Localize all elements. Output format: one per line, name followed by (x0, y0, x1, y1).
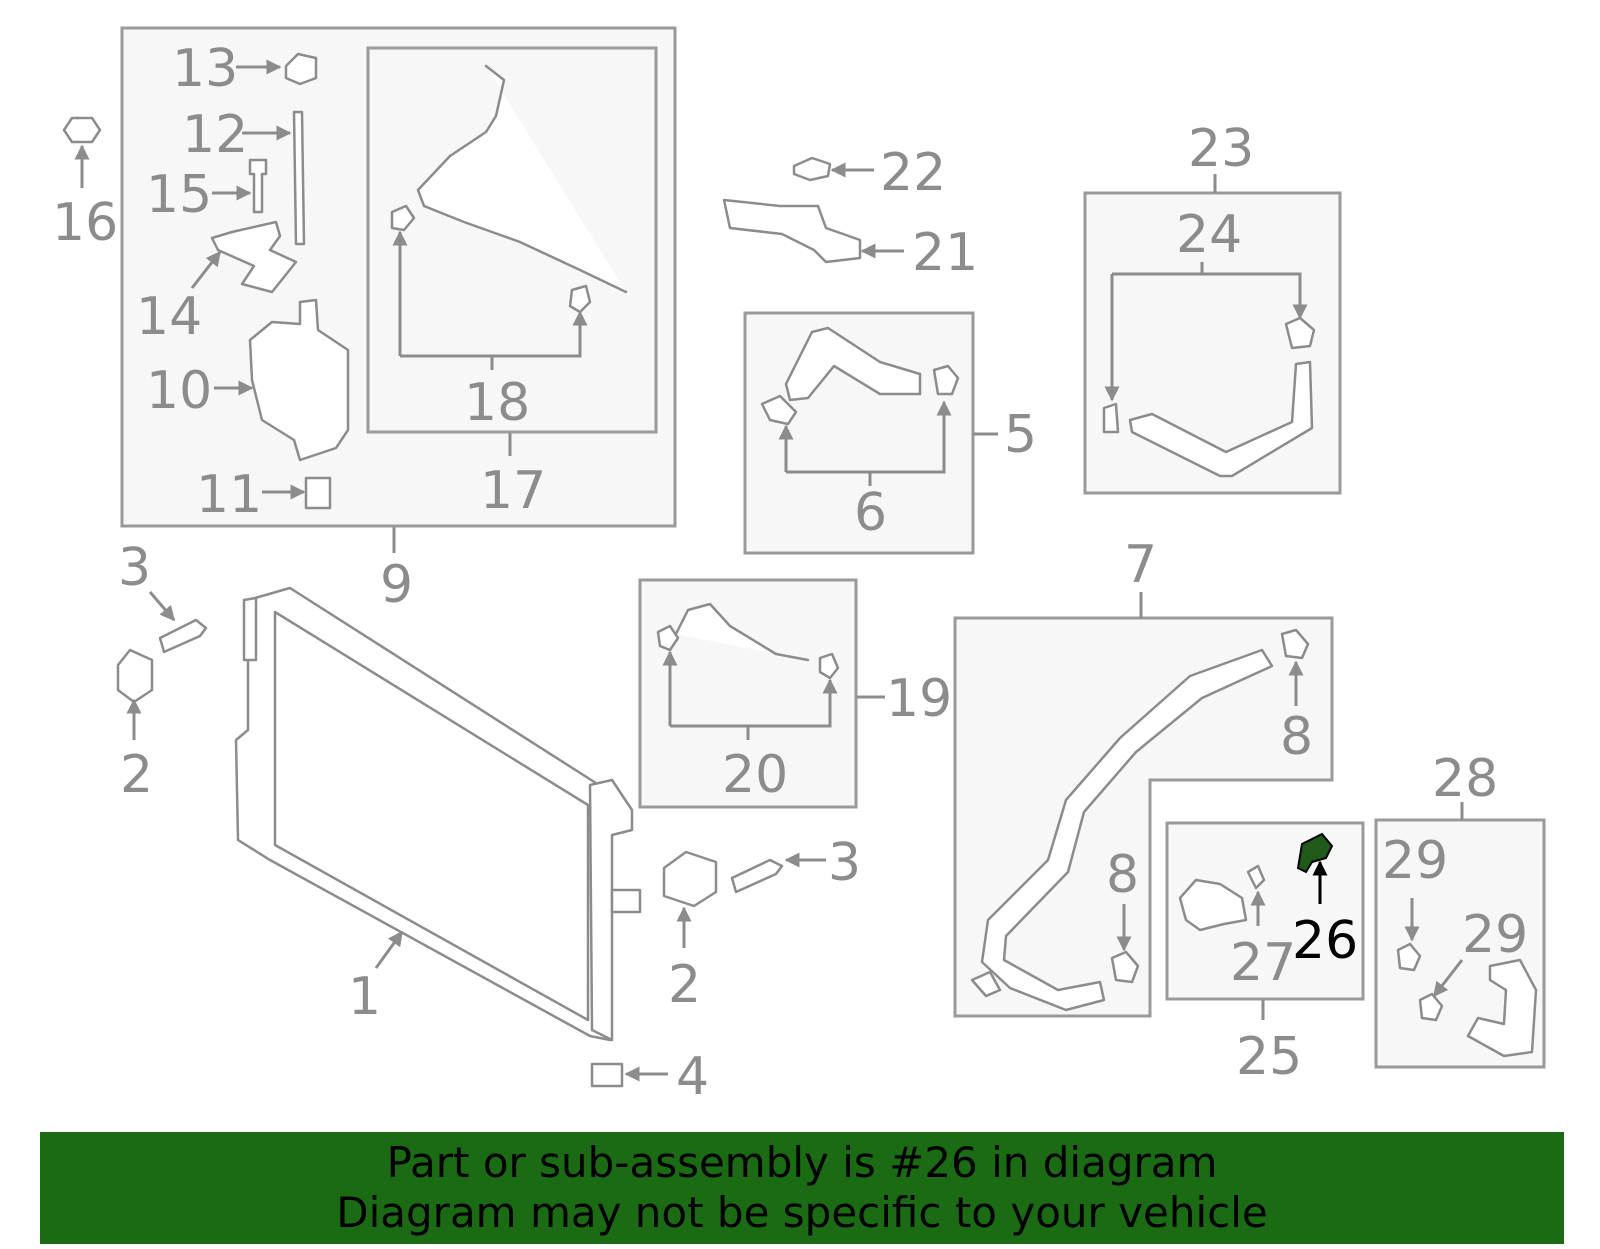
label-10: 10 (146, 361, 212, 421)
radiator (234, 586, 642, 1042)
clip-7 (970, 970, 1002, 998)
label-15: 15 (146, 165, 212, 225)
group-box-7 (953, 616, 1334, 1018)
bolt-3-right (730, 858, 784, 894)
cap-13 (284, 52, 318, 86)
bolt-15 (248, 158, 268, 214)
clamp-8-upper (1280, 628, 1310, 660)
label-29-left: 29 (1382, 831, 1448, 891)
clamp-29-upper (1396, 942, 1422, 972)
label-28: 28 (1432, 749, 1498, 809)
label-27: 27 (1230, 933, 1296, 993)
label-1: 1 (348, 967, 381, 1027)
label-24: 24 (1176, 205, 1242, 265)
clamp-24-left (1102, 402, 1120, 434)
grommet-4 (590, 1062, 624, 1088)
hose-18 (416, 64, 628, 294)
gasket-22 (792, 156, 832, 182)
seal-27 (1246, 864, 1266, 890)
bracket-right (662, 850, 718, 908)
clip-20-left (656, 624, 680, 652)
clamp-29-lower (1418, 992, 1444, 1022)
label-11: 11 (196, 465, 262, 525)
hose-20 (674, 602, 810, 662)
clamp-8-lower (1110, 950, 1140, 984)
info-banner: Part or sub-assembly is #26 in diagram D… (40, 1132, 1564, 1244)
label-14: 14 (136, 287, 202, 347)
clamp-6-left (760, 394, 798, 426)
hose-7 (980, 648, 1274, 1012)
banner-line-1: Part or sub-assembly is #26 in diagram (386, 1138, 1218, 1187)
bracket-left (116, 648, 154, 704)
label-7: 7 (1124, 535, 1157, 595)
label-3-left: 3 (118, 538, 151, 598)
label-2-left: 2 (120, 745, 153, 805)
clip-18-right (568, 284, 592, 314)
label-16: 16 (52, 193, 118, 253)
label-4: 4 (676, 1047, 709, 1107)
clamp-6-right (932, 364, 960, 396)
hose-24 (1128, 360, 1314, 478)
label-21: 21 (912, 223, 978, 283)
clip-18-left (390, 204, 416, 232)
hose-6 (784, 326, 922, 402)
bolt-26-highlight[interactable] (1296, 832, 1334, 874)
fitting-21 (722, 198, 862, 264)
bracket-14 (210, 220, 298, 294)
nut-16 (62, 116, 102, 144)
hose-12 (292, 110, 306, 246)
label-12: 12 (182, 105, 248, 165)
label-26[interactable]: 26 (1292, 911, 1358, 971)
banner-line-2: Diagram may not be specific to your vehi… (336, 1188, 1268, 1237)
label-17: 17 (480, 461, 546, 521)
label-13: 13 (172, 39, 238, 99)
hose-28 (1466, 958, 1538, 1058)
label-9: 9 (380, 555, 413, 615)
label-8-lower: 8 (1106, 845, 1139, 905)
sensor-27 (1178, 878, 1248, 932)
clip-20-right (818, 652, 840, 680)
reservoir-10 (248, 298, 350, 462)
label-5: 5 (1004, 405, 1037, 465)
label-29-right: 29 (1462, 905, 1528, 965)
label-20: 20 (722, 745, 788, 805)
cap-11 (304, 476, 332, 510)
label-8-upper: 8 (1280, 707, 1313, 767)
label-18: 18 (464, 373, 530, 433)
label-3-right: 3 (828, 833, 861, 893)
label-2-right: 2 (668, 955, 701, 1015)
label-6: 6 (854, 483, 887, 543)
label-22: 22 (880, 143, 946, 203)
label-19: 19 (886, 669, 952, 729)
label-23: 23 (1188, 119, 1254, 179)
bolt-3-left (158, 618, 208, 654)
label-25: 25 (1236, 1027, 1302, 1087)
group-box-19 (638, 578, 858, 809)
